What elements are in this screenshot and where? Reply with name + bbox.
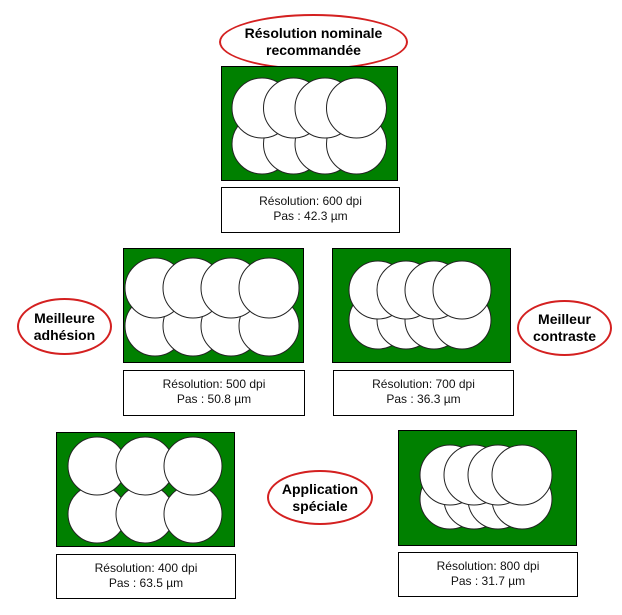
resolution-text: Résolution: 500 dpi (162, 377, 266, 391)
ink-dot (238, 257, 300, 319)
dot-grid (67, 436, 223, 544)
ink-dot (491, 444, 553, 506)
dot-pattern-500dpi (123, 248, 304, 363)
ink-dot (163, 436, 223, 496)
pitch-text: Pas : 63.5 µm (108, 576, 184, 590)
dot-pattern-400dpi (56, 432, 235, 547)
label-line: contraste (532, 328, 597, 344)
label-line: Application (281, 480, 359, 497)
resolution-text: Résolution: 700 dpi (372, 377, 475, 391)
label-line: Résolution nominale (244, 25, 383, 41)
dot-grid (348, 260, 492, 350)
label-line: Meilleur (538, 311, 591, 327)
label-line: recommandée (266, 42, 361, 58)
resolution-text: Résolution: 600 dpi (259, 194, 362, 208)
dot-pattern-800dpi (398, 430, 577, 546)
pitch-text: Pas : 42.3 µm (273, 209, 348, 223)
dot-pattern-700dpi (332, 248, 511, 363)
resolution-text: Résolution: 400 dpi (94, 561, 198, 575)
pitch-text: Pas : 36.3 µm (386, 392, 461, 406)
label-line: Meilleure (34, 309, 95, 326)
dot-grid (419, 444, 553, 530)
resolution-text: Résolution: 800 dpi (436, 559, 540, 573)
dot-pattern-600dpi (221, 66, 398, 181)
ink-dot (432, 260, 492, 320)
label-line: spéciale (292, 497, 348, 514)
pitch-text: Pas : 50.8 µm (176, 392, 252, 406)
pitch-text: Pas : 31.7 µm (450, 574, 526, 588)
label-line: adhésion (33, 326, 96, 343)
dot-grid (124, 257, 300, 357)
ink-dot (326, 77, 387, 139)
dot-grid (231, 77, 387, 175)
